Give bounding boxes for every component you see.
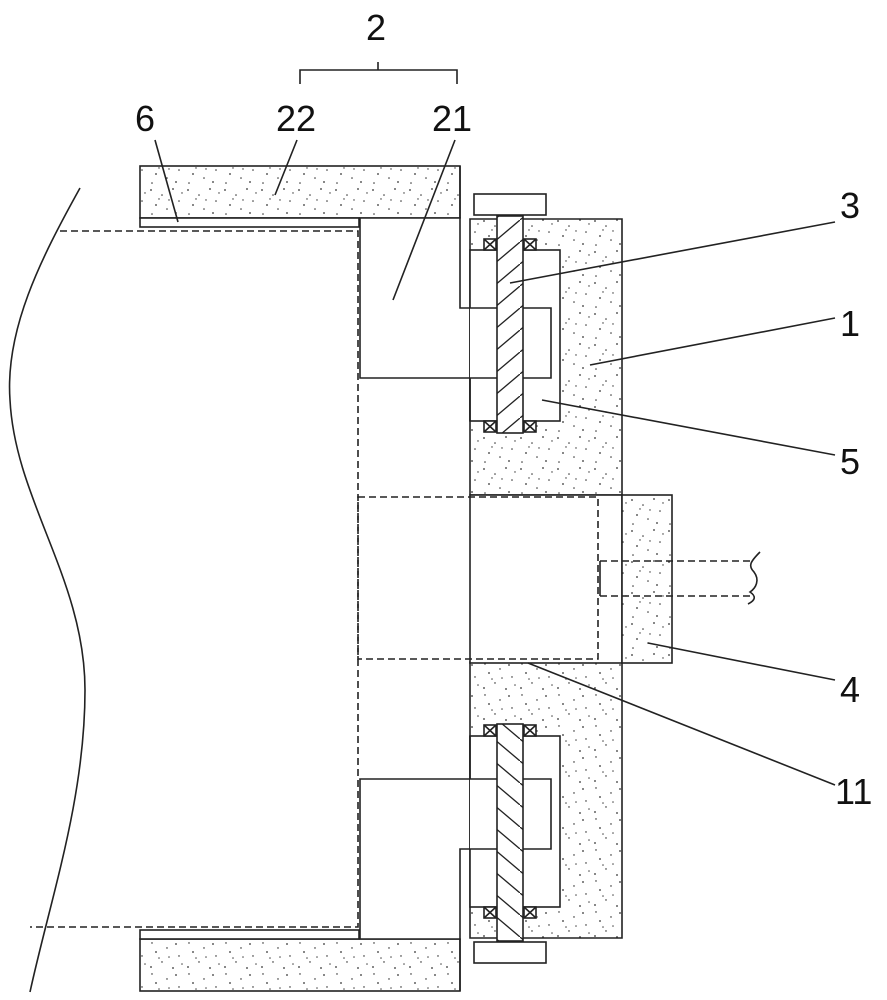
label-11: 11 xyxy=(835,771,872,812)
workpiece-break-line xyxy=(10,188,85,992)
label-1: 1 xyxy=(840,303,860,344)
label-4: 4 xyxy=(840,669,860,710)
workpiece-hidden-outline xyxy=(30,231,358,927)
motor-4 xyxy=(622,495,672,663)
label-22: 22 xyxy=(276,98,316,139)
assembly-bracket xyxy=(300,62,457,84)
label-3: 3 xyxy=(840,185,860,226)
label-2: 2 xyxy=(366,7,386,48)
label-5: 5 xyxy=(840,441,860,482)
label-21: 21 xyxy=(432,98,472,139)
label-6: 6 xyxy=(135,98,155,139)
